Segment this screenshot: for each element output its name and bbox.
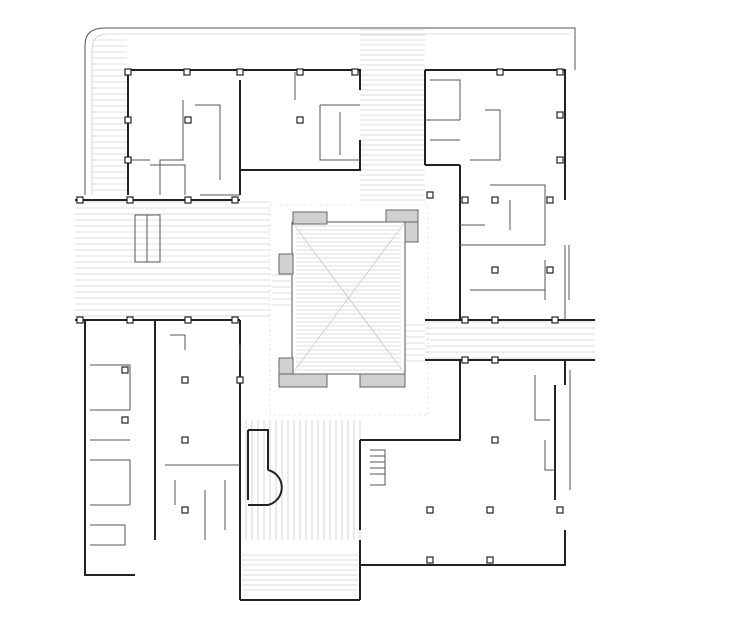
column	[181, 376, 189, 384]
right-upper-walls	[424, 69, 566, 321]
upper-left-interior	[128, 72, 360, 196]
atrium-void	[291, 221, 406, 375]
outer-perimeter	[84, 27, 576, 195]
column	[486, 556, 494, 564]
column	[491, 316, 499, 324]
column	[491, 356, 499, 364]
column	[236, 68, 244, 76]
courtyard	[269, 204, 429, 416]
column	[491, 436, 499, 444]
column	[461, 356, 469, 364]
entry-stair	[239, 540, 361, 601]
column	[351, 68, 359, 76]
column	[496, 68, 504, 76]
column	[121, 416, 129, 424]
planter	[278, 253, 294, 275]
left-bridge-walls	[75, 199, 240, 321]
column	[126, 196, 134, 204]
column	[183, 68, 191, 76]
column	[551, 316, 559, 324]
column	[126, 316, 134, 324]
lower-right-stair	[370, 449, 386, 486]
right-facade	[564, 245, 570, 320]
column	[181, 436, 189, 444]
column	[426, 191, 434, 199]
upper-left-block-walls	[127, 69, 361, 195]
column	[556, 506, 564, 514]
column	[124, 68, 132, 76]
column	[124, 116, 132, 124]
column	[76, 316, 84, 324]
column	[426, 556, 434, 564]
planter	[278, 373, 328, 388]
floor-hatching	[75, 29, 595, 540]
column	[184, 316, 192, 324]
column	[546, 266, 554, 274]
column	[546, 196, 554, 204]
column	[556, 68, 564, 76]
column	[184, 196, 192, 204]
escalator	[134, 214, 161, 263]
column	[296, 116, 304, 124]
lower-left-walls	[84, 320, 241, 576]
column	[556, 111, 564, 119]
planter	[292, 211, 328, 225]
column	[296, 68, 304, 76]
column	[236, 376, 244, 384]
column	[231, 196, 239, 204]
column	[461, 316, 469, 324]
column	[181, 506, 189, 514]
right-bridge	[425, 319, 595, 361]
planter	[404, 221, 419, 243]
column	[121, 366, 129, 374]
column	[486, 506, 494, 514]
lower-right-walls	[359, 360, 566, 566]
planter	[385, 209, 419, 223]
column	[556, 156, 564, 164]
column	[426, 506, 434, 514]
planter	[359, 373, 406, 388]
columns	[76, 68, 564, 564]
column	[461, 196, 469, 204]
planters	[278, 209, 419, 388]
lower-left-interior	[90, 334, 241, 546]
column	[491, 196, 499, 204]
right-upper-interior	[425, 79, 546, 300]
stair-treads	[242, 554, 358, 591]
atrium-diagonals	[291, 221, 406, 375]
lower-right-interior	[534, 370, 571, 490]
atrium-steps	[272, 274, 425, 362]
column	[184, 116, 192, 124]
column	[124, 156, 132, 164]
column	[231, 316, 239, 324]
outer-perimeter-inner	[91, 33, 570, 195]
curved-stair	[247, 429, 283, 506]
column	[76, 196, 84, 204]
column	[491, 266, 499, 274]
